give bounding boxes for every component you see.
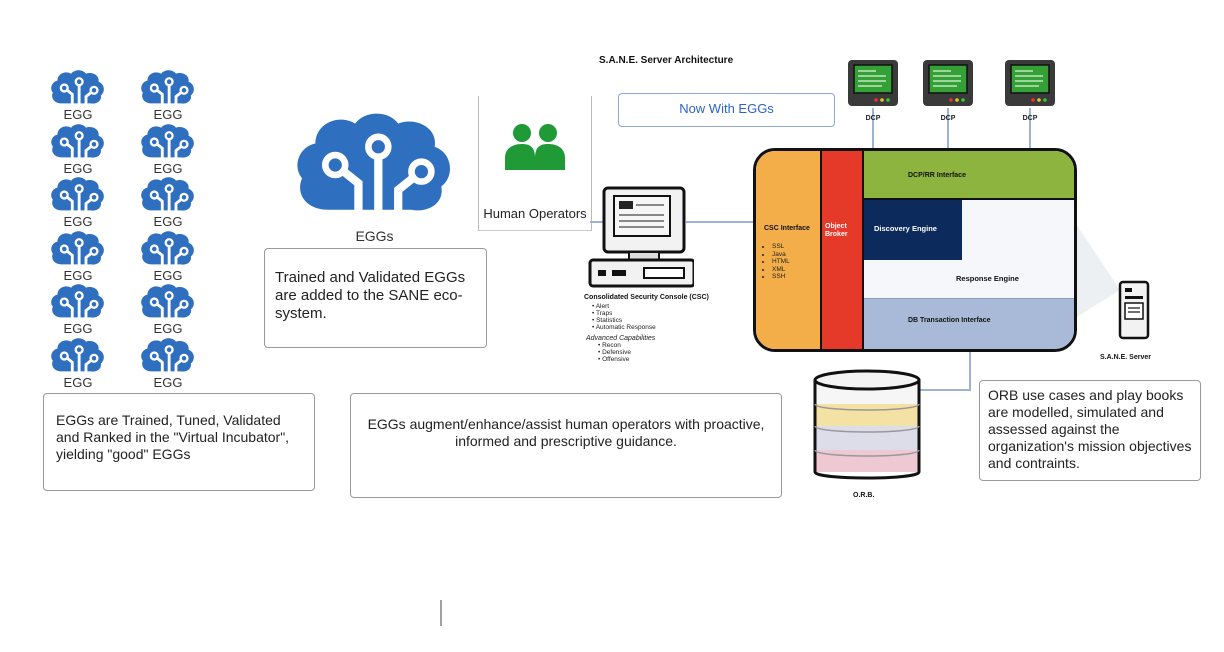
db-transaction-label: DB Transaction Interface (908, 317, 991, 324)
egg-item: EGG (128, 229, 208, 283)
trained-eggs-text: Trained and Validated EGGs are added to … (275, 269, 466, 322)
egg-label: EGG (153, 107, 183, 122)
dcp-terminal-3: DCP (1003, 58, 1057, 122)
dcp-rr-interface: DCP/RR Interface (864, 151, 1074, 200)
users-icon (505, 124, 565, 170)
advanced-item: • Defensive (598, 349, 631, 356)
egg-label: EGG (63, 374, 93, 390)
sane-server-tower: S.A.N.E. Server (1100, 280, 1170, 361)
eggs-hero: EGGs (287, 107, 462, 244)
monitor-icon (846, 58, 900, 108)
csc-interface-column: CSC Interface SSLJavaHTMLXMLSSH (756, 151, 822, 349)
egg-item: EGG (38, 68, 118, 122)
console-item: • Alert (592, 303, 610, 310)
egg-label: EGG (63, 214, 93, 229)
csc-item: SSL (772, 243, 790, 251)
csc-item: SSH (772, 273, 790, 281)
dcp-terminal-1: DCP (846, 58, 900, 122)
sane-server-label: S.A.N.E. Server (1100, 354, 1151, 361)
trained-eggs-box: Trained and Validated EGGs are added to … (264, 248, 487, 348)
human-operators-label: Human Operators (483, 206, 587, 221)
csc-item: Java (772, 251, 790, 259)
dcp-rr-label: DCP/RR Interface (908, 172, 966, 179)
egg-item: EGG (128, 336, 208, 390)
augment-text: EGGs augment/enhance/assist human operat… (367, 416, 765, 449)
orb-use-cases-text: ORB use cases and play books are modelle… (988, 387, 1192, 471)
database-icon (813, 369, 921, 480)
orb-use-cases-box: ORB use cases and play books are modelle… (979, 380, 1201, 481)
egg-item: EGG (38, 229, 118, 283)
egg-item: EGG (128, 122, 208, 176)
virtual-incubator-text: EGGs are Trained, Tuned, Validated and R… (56, 412, 290, 462)
dcp-terminal-2: DCP (921, 58, 975, 122)
augment-box: EGGs augment/enhance/assist human operat… (350, 393, 782, 498)
egg-label: EGG (153, 267, 183, 283)
server-tower-icon (1118, 280, 1150, 340)
monitor-icon (1003, 58, 1057, 108)
egg-label: EGG (63, 267, 93, 283)
egg-item: EGG (128, 68, 208, 122)
egg-label: EGG (63, 321, 93, 336)
security-console-caption: Consolidated Security Console (CSC) • Al… (584, 294, 714, 363)
egg-label: EGG (153, 374, 183, 390)
egg-label: EGG (63, 107, 93, 122)
discovery-engine: Discovery Engine (864, 200, 962, 260)
advanced-item: • Offensive (598, 356, 630, 363)
virtual-incubator-box: EGGs are Trained, Tuned, Validated and R… (43, 393, 315, 491)
egg-label: EGG (153, 321, 183, 336)
csc-item: HTML (772, 258, 790, 266)
egg-label: EGG (153, 160, 183, 176)
egg-item: EGG (128, 282, 208, 336)
console-title: Consolidated Security Console (CSC) (584, 294, 709, 301)
dcp-label: DCP (865, 115, 881, 122)
discovery-engine-label: Discovery Engine (874, 224, 937, 233)
console-items: • Alert• Traps• Statistics• Automatic Re… (584, 303, 714, 331)
csc-title: CSC Interface (764, 225, 810, 232)
console-item: • Automatic Response (592, 324, 656, 331)
egg-item: EGG (38, 282, 118, 336)
egg-item: EGG (38, 122, 118, 176)
response-engine-label: Response Engine (956, 274, 1019, 283)
security-console-computer (584, 186, 696, 294)
now-with-eggs-box: Now With EGGs (618, 93, 835, 127)
advanced-items: • Recon• Defensive• Offensive (584, 342, 714, 363)
advanced-item: • Recon (598, 342, 621, 349)
response-engine-area: Discovery Engine Response Engine (864, 200, 1074, 298)
csc-item: XML (772, 266, 790, 274)
egg-label: EGG (63, 160, 93, 176)
advanced-title: Advanced Capabilities (586, 335, 656, 342)
egg-item: EGG (38, 336, 118, 390)
object-broker-label: Object Broker (825, 223, 848, 238)
console-item: • Statistics (592, 317, 623, 324)
orb-label: O.R.B. (853, 492, 875, 499)
orb-database (812, 368, 922, 488)
computer-icon (588, 186, 696, 288)
sane-server-block: CSC Interface SSLJavaHTMLXMLSSH Object B… (753, 148, 1077, 352)
egg-item: EGG (128, 175, 208, 229)
db-transaction-interface: DB Transaction Interface (864, 298, 1074, 349)
eggs-hero-label: EGGs (355, 228, 394, 244)
dcp-label: DCP (940, 115, 956, 122)
human-operators-box: Human Operators (478, 96, 592, 231)
console-item: • Traps (592, 310, 613, 317)
architecture-title: S.A.N.E. Server Architecture (599, 55, 734, 66)
egg-item: EGG (38, 175, 118, 229)
object-broker-column: Object Broker (822, 151, 864, 349)
dcp-label: DCP (1022, 115, 1038, 122)
egg-label: EGG (153, 214, 183, 229)
csc-items: SSLJavaHTMLXMLSSH (756, 243, 790, 281)
now-with-eggs-text: Now With EGGs (679, 101, 774, 116)
monitor-icon (921, 58, 975, 108)
